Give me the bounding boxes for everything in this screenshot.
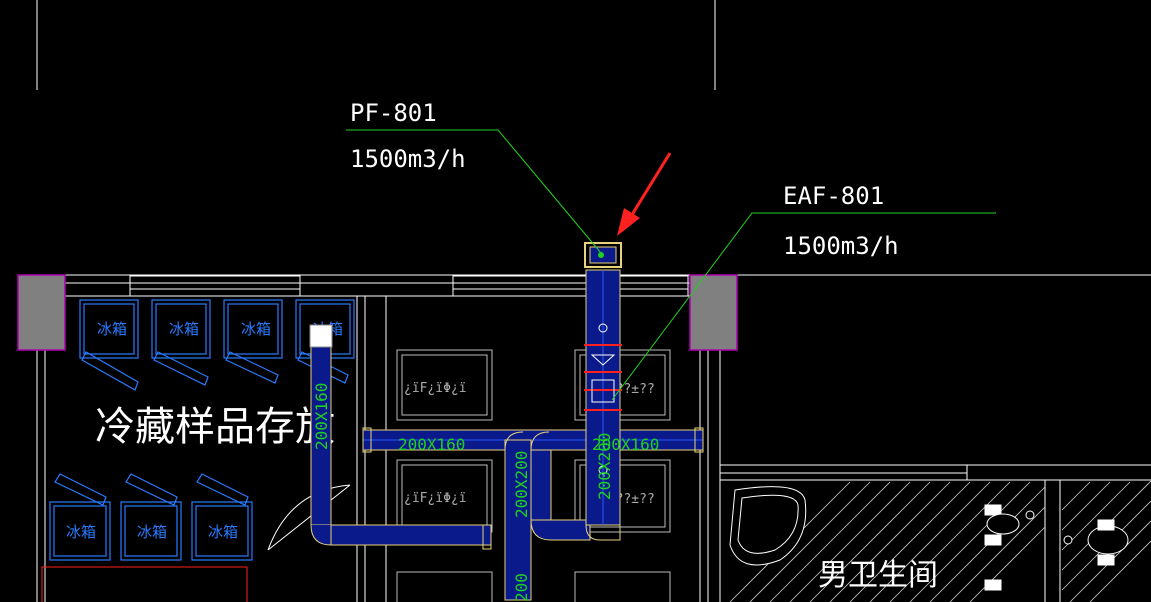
diffuser-text-a: ¿ïF¿ïΦ¿ï <box>404 381 467 396</box>
pillar-left <box>17 274 66 351</box>
restroom-hatch <box>729 480 1151 602</box>
restroom-label: 男卫生间 <box>818 558 938 593</box>
duct-dim-right-vertical: 200X200 <box>595 433 614 500</box>
eaf-flow-label: 1500m3/h <box>783 232 899 260</box>
fridge-label-2: 冰箱 <box>169 320 199 338</box>
fridge-label-6: 冰箱 <box>137 523 167 541</box>
duct-dim-main-right: 200X160 <box>592 435 659 454</box>
pillar-right <box>689 274 738 351</box>
eaf-tag-label: EAF-801 <box>783 182 884 210</box>
restroom-fixtures <box>729 486 1129 591</box>
pf-leader-line <box>346 129 602 254</box>
duct-dim-center-vertical: 200X200 <box>512 451 531 518</box>
fridge-label-5: 冰箱 <box>66 523 96 541</box>
fridge-label-1: 冰箱 <box>97 320 127 338</box>
room-label: 冷藏样品存放 <box>95 404 335 450</box>
fridge-label-7: 冰箱 <box>208 523 238 541</box>
ductwork <box>309 242 704 601</box>
fridges-bottom <box>49 473 253 561</box>
duct-dim-bottom-vertical: 200 <box>512 573 531 602</box>
red-arrow-icon <box>617 152 672 236</box>
duct-dim-main-left: 200X160 <box>398 435 465 454</box>
door-swing <box>267 484 351 551</box>
fridge-label-3: 冰箱 <box>241 320 271 338</box>
eaf-leader-line <box>611 212 996 401</box>
pf-tag-label: PF-801 <box>350 99 437 127</box>
pf-flow-label: 1500m3/h <box>350 145 466 173</box>
duct-dim-left-vertical: 200X160 <box>312 383 331 450</box>
diffuser-text-c: ¿ïF¿ïΦ¿ï <box>404 491 467 506</box>
